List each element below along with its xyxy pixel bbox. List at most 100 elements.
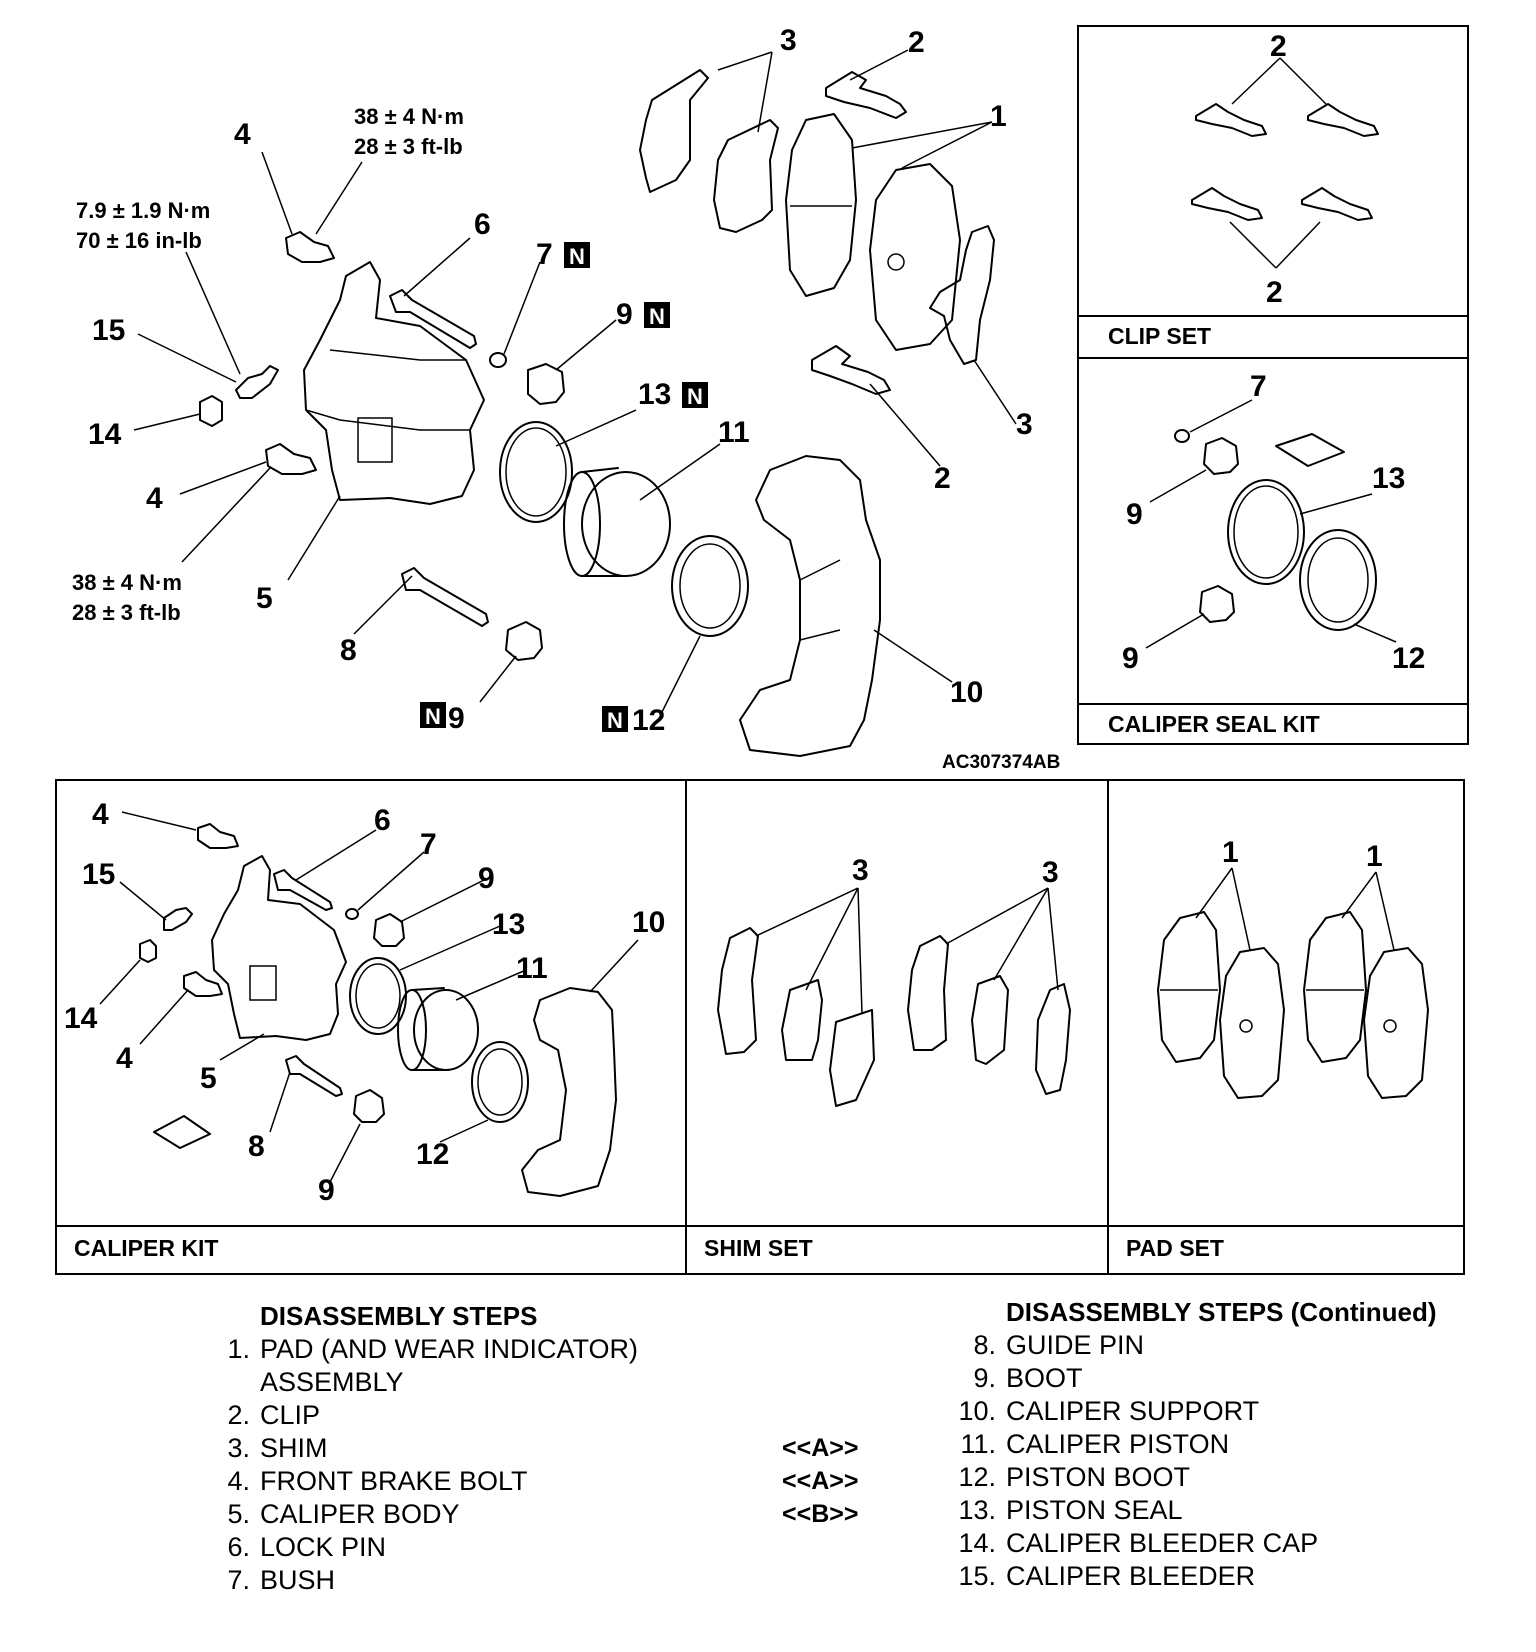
- service-mark: <<B>>: [782, 1500, 859, 1528]
- callout-1: 1: [1222, 836, 1239, 869]
- piston-seal-part: [499, 421, 573, 523]
- callout-3: 3: [1042, 856, 1059, 889]
- new-part-mark: N: [564, 242, 590, 269]
- guide-pin-part: [401, 567, 489, 627]
- step-item: ASSEMBLY: [260, 1367, 404, 1397]
- callout-12: 12: [632, 704, 665, 737]
- svg-text:N: N: [649, 304, 665, 329]
- callout-4: 4: [92, 798, 109, 831]
- clip-part: [811, 345, 891, 395]
- clip-part: [825, 71, 907, 119]
- step-item: 15.CALIPER BLEEDER: [958, 1561, 1256, 1591]
- step-item: 3.SHIM: [227, 1433, 328, 1463]
- new-part-mark: N: [644, 302, 670, 329]
- torque-spec-bleeder-imperial: 70 ± 16 in-lb: [76, 228, 202, 253]
- callout-2: 2: [1266, 276, 1283, 309]
- step-item: 7.BUSH: [227, 1565, 336, 1595]
- step-item: 4.FRONT BRAKE BOLT: [227, 1466, 528, 1496]
- service-marks: <<A>> <<A>> <<B>>: [782, 1432, 858, 1531]
- caliper-body-part: [303, 261, 485, 505]
- caliper-kit-label: CALIPER KIT: [74, 1235, 218, 1261]
- leader-lines: [133, 49, 1017, 713]
- front-brake-bolt-part: [265, 443, 317, 475]
- callout-7: 7: [1250, 370, 1267, 403]
- callout-13: 13: [1372, 462, 1405, 495]
- callout-6: 6: [374, 804, 391, 837]
- step-item: 5.CALIPER BODY: [227, 1499, 460, 1529]
- callout-5: 5: [200, 1062, 217, 1095]
- callout-9: 9: [1126, 498, 1143, 531]
- disassembly-steps-left: DISASSEMBLY STEPS 1.PAD (AND WEAR INDICA…: [204, 1300, 638, 1597]
- front-brake-bolt-part: [285, 231, 335, 263]
- callout-12: 12: [1392, 642, 1425, 675]
- callout-3: 3: [1016, 408, 1033, 441]
- new-part-mark: N: [602, 706, 628, 733]
- step-item: 14.CALIPER BLEEDER CAP: [958, 1528, 1319, 1558]
- svg-text:N: N: [425, 704, 441, 729]
- pad-set-label: PAD SET: [1126, 1235, 1224, 1261]
- callout-5: 5: [256, 582, 273, 615]
- callout-15: 15: [82, 858, 115, 891]
- kit-box-right: 2 2 CLIP SET 7 9 13 9 12 CALIPER SEAL KI…: [1077, 25, 1469, 745]
- callout-3: 3: [780, 24, 797, 57]
- callout-13: 13: [638, 378, 671, 411]
- torque-spec-bolt-lower-imperial: 28 ± 3 ft-lb: [72, 600, 181, 625]
- disassembly-steps-right: DISASSEMBLY STEPS (Continued) 8.GUIDE PI…: [950, 1296, 1437, 1593]
- callout-7: 7: [420, 828, 437, 861]
- piston-boot-part: [671, 535, 749, 637]
- callout-3: 3: [852, 854, 869, 887]
- svg-text:N: N: [569, 244, 585, 269]
- lock-pin-part: [389, 289, 477, 349]
- callout-14: 14: [88, 418, 122, 451]
- shim-part: [929, 225, 995, 365]
- callout-9: 9: [448, 702, 465, 735]
- callout-11: 11: [516, 952, 548, 985]
- callout-2: 2: [908, 26, 925, 59]
- shim-set-label: SHIM SET: [704, 1235, 813, 1261]
- caliper-bleeder-cap-part: [199, 395, 223, 427]
- step-item: 6.LOCK PIN: [227, 1532, 387, 1562]
- callout-11: 11: [718, 416, 750, 449]
- kit-box-bottom: 4 15 14 4 5 6 7 9 13 11 10 8 9 12 CALIPE…: [55, 779, 1465, 1275]
- step-item: 9.BOOT: [973, 1363, 1083, 1393]
- caliper-support-part: [739, 455, 881, 757]
- boot-part: [505, 621, 543, 661]
- clip-set-label: CLIP SET: [1108, 323, 1211, 349]
- step-item: 12.PISTON BOOT: [958, 1462, 1191, 1492]
- step-item: 10.CALIPER SUPPORT: [958, 1396, 1260, 1426]
- callout-2: 2: [934, 462, 951, 495]
- svg-text:N: N: [607, 708, 623, 733]
- boot-part: [527, 363, 565, 405]
- steps-header-continued: DISASSEMBLY STEPS (Continued): [1006, 1297, 1437, 1327]
- caliper-seal-kit-label: CALIPER SEAL KIT: [1108, 711, 1320, 737]
- step-item: 8.GUIDE PIN: [973, 1330, 1145, 1360]
- new-part-mark: N: [682, 382, 708, 409]
- callout-13: 13: [492, 908, 525, 941]
- callout-4: 4: [234, 118, 251, 151]
- figure-code: AC307374AB: [942, 752, 1060, 773]
- steps-header: DISASSEMBLY STEPS: [260, 1301, 538, 1331]
- callout-4: 4: [116, 1042, 133, 1075]
- callout-12: 12: [416, 1138, 449, 1171]
- step-item: 13.PISTON SEAL: [958, 1495, 1183, 1525]
- shim-part: [639, 69, 779, 233]
- new-part-mark: N: [420, 702, 446, 729]
- callout-1: 1: [1366, 840, 1383, 873]
- torque-spec-bleeder-metric: 7.9 ± 1.9 N·m: [76, 198, 210, 223]
- callout-1: 1: [990, 100, 1007, 133]
- callout-7: 7: [536, 238, 553, 271]
- callout-6: 6: [474, 208, 491, 241]
- callout-2: 2: [1270, 30, 1287, 63]
- step-item: 1.PAD (AND WEAR INDICATOR): [227, 1334, 639, 1364]
- service-mark: <<A>>: [782, 1467, 859, 1495]
- callout-9: 9: [1122, 642, 1139, 675]
- brake-pad-part: [785, 113, 961, 351]
- torque-spec-bolt-lower-metric: 38 ± 4 N·m: [72, 570, 182, 595]
- callout-8: 8: [248, 1130, 265, 1163]
- caliper-piston-part: [563, 467, 671, 577]
- callout-4: 4: [146, 482, 163, 515]
- callout-9: 9: [478, 862, 495, 895]
- callout-9: 9: [616, 298, 633, 331]
- torque-spec-bolt-upper-imperial: 28 ± 3 ft-lb: [354, 134, 463, 159]
